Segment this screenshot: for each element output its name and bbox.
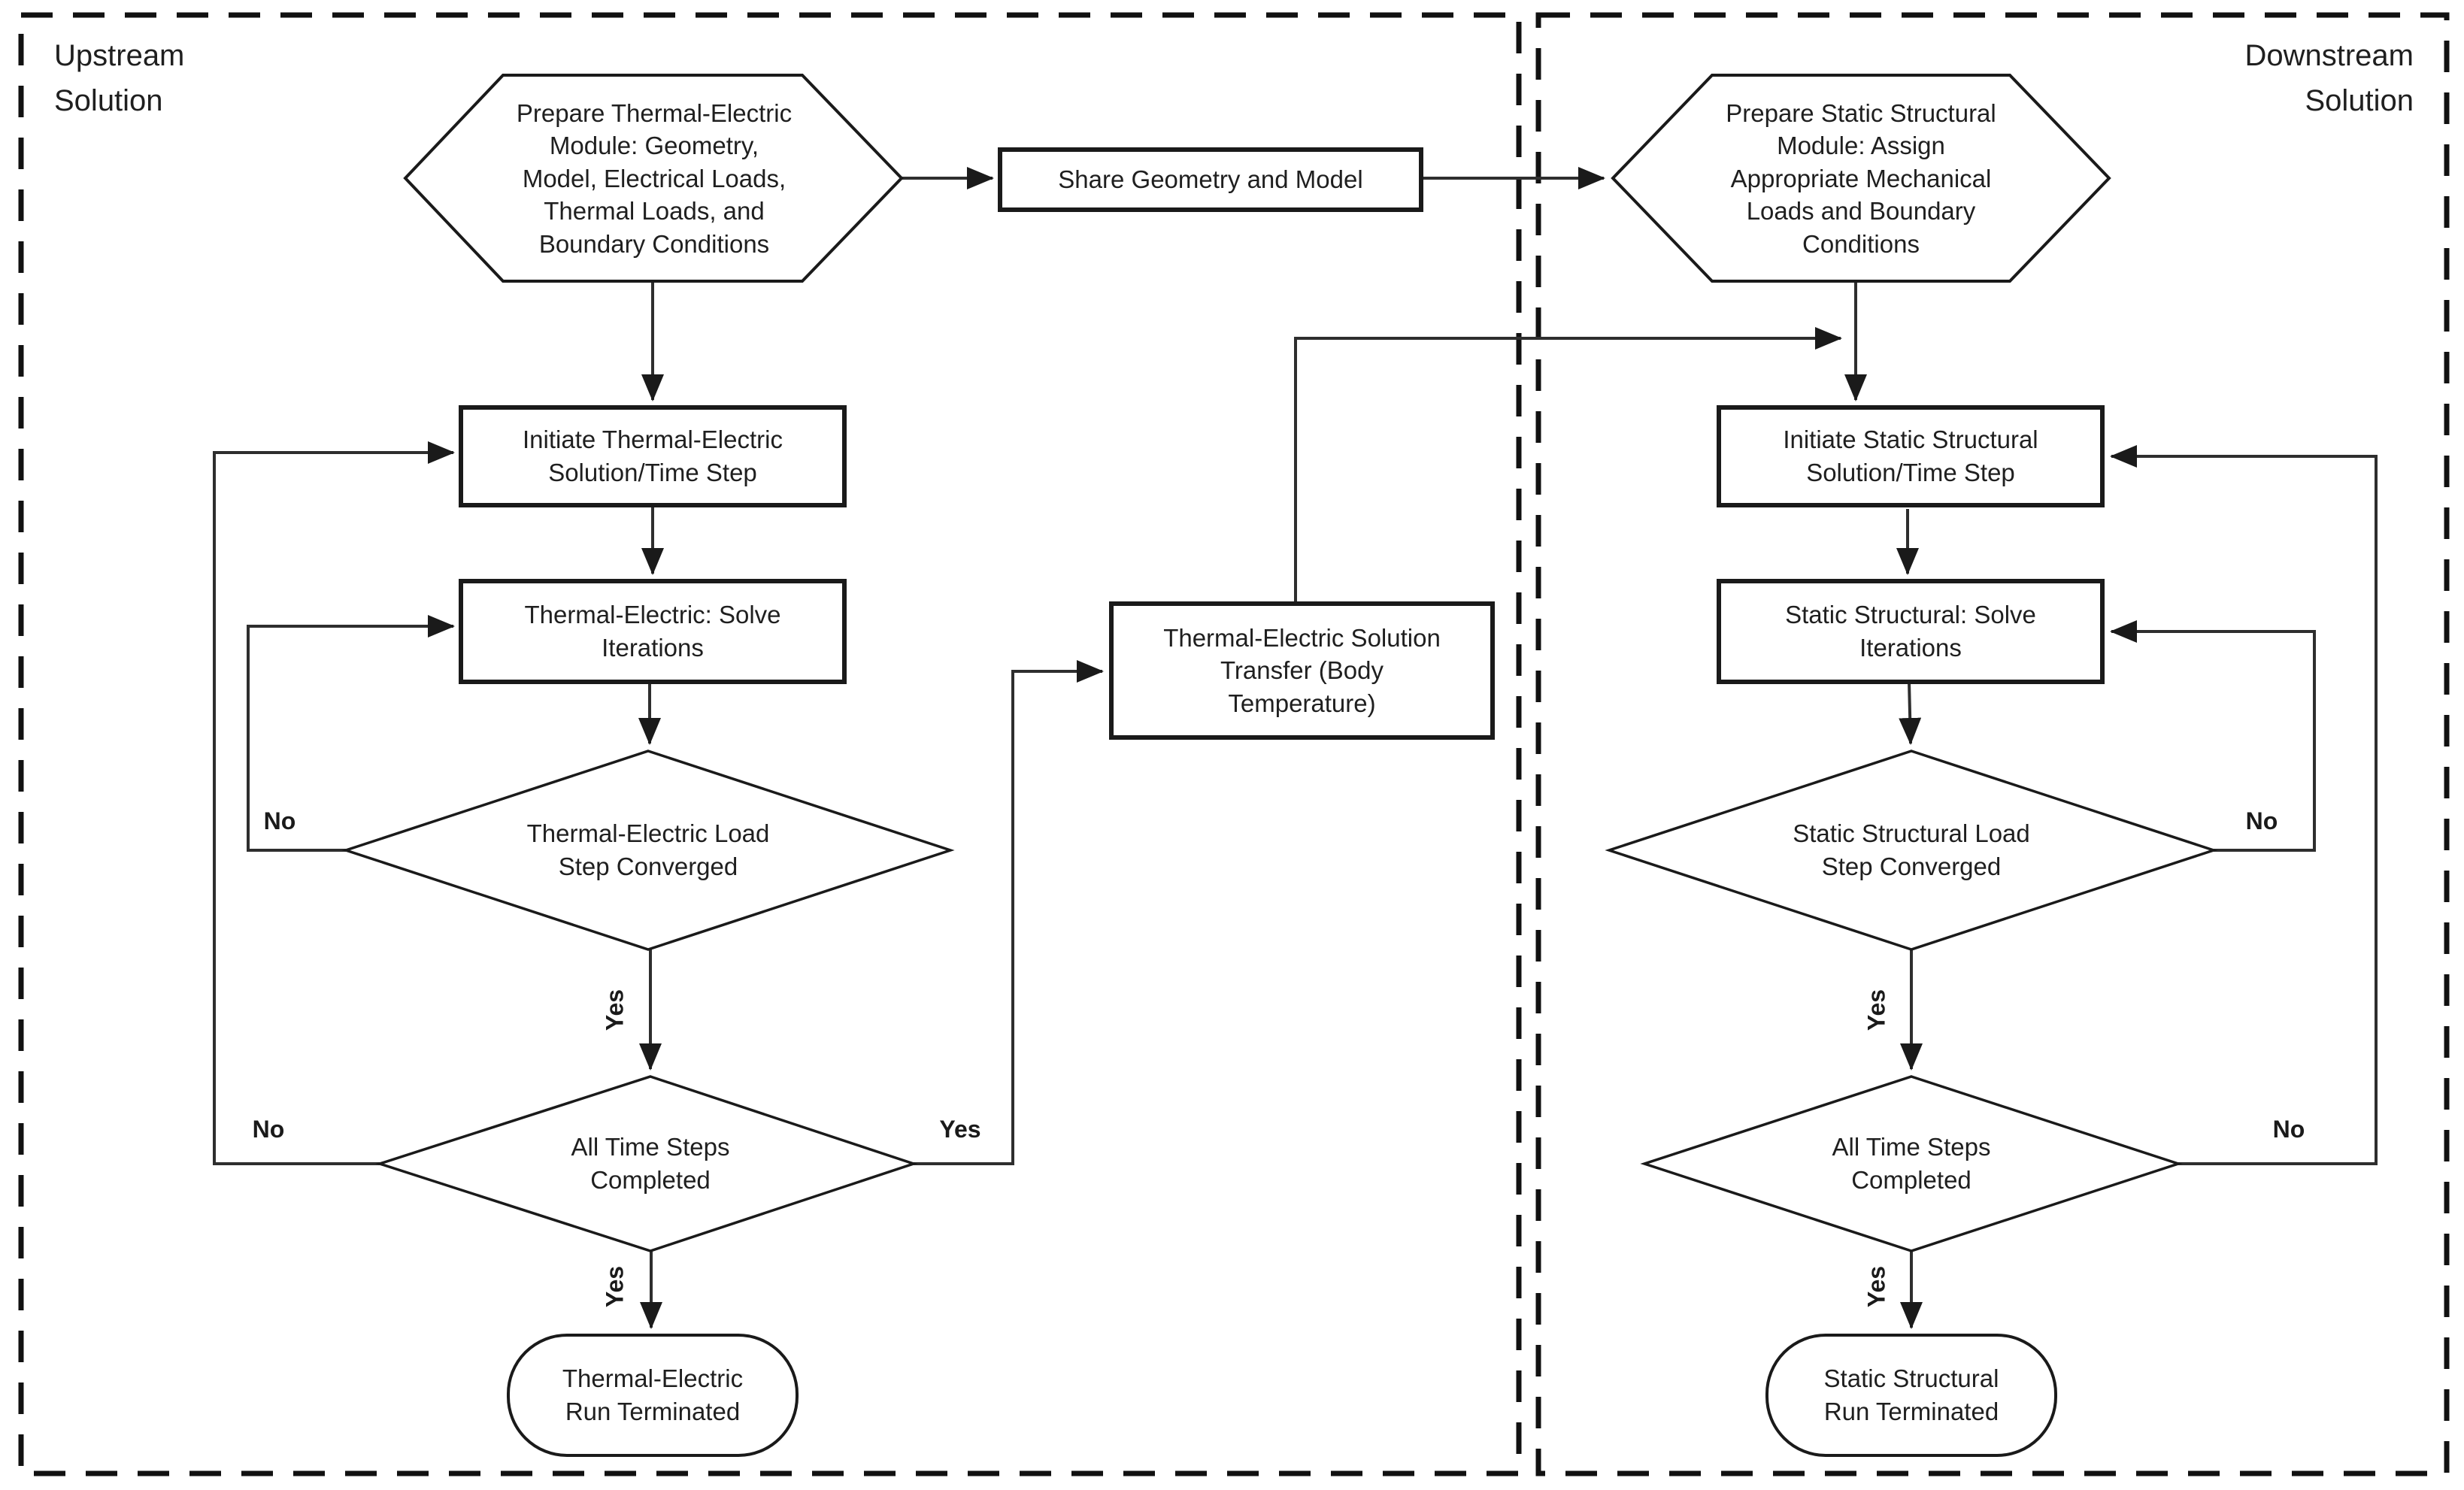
solve-ss-label: Static Structural: Solve Iterations	[1785, 601, 2036, 662]
alltime-te-label: All Time Steps Completed	[571, 1133, 730, 1194]
alltime-te-yes-right-label: Yes	[939, 1116, 981, 1143]
term-ss-label: Static Structural Run Terminated	[1823, 1364, 1999, 1425]
downstream-section-border	[1535, 12, 2450, 1476]
conv-ss-no-label: No	[2245, 807, 2278, 834]
prepare-te-hexagon	[403, 74, 904, 283]
alltime-ss-label: All Time Steps Completed	[1832, 1133, 1991, 1194]
conv-te-label: Thermal-Electric Load Step Converged	[526, 819, 770, 880]
conv-ss-diamond	[1605, 750, 2218, 951]
term-te-label: Thermal-Electric Run Terminated	[562, 1364, 744, 1425]
downstream-section-title: Downstream Solution	[2244, 39, 2414, 117]
init-ss-label: Initiate Static Structural Solution/Time…	[1783, 425, 2038, 486]
prepare-ss-label: Prepare Static Structural Module: Assign…	[1726, 98, 1996, 258]
solve-te-label: Thermal-Electric: Solve Iterations	[524, 601, 781, 662]
term-te-terminator	[507, 1334, 799, 1457]
edge-alltime-te-no-loop	[213, 441, 455, 1165]
edge-alltime-te-yes-to-transfer	[914, 660, 1104, 1165]
conv-ss-label: Static Structural Load Step Converged	[1793, 819, 2030, 880]
alltime-ss-yes-down-label: Yes	[1862, 1265, 1890, 1308]
conv-ss-yes-label: Yes	[1862, 989, 1890, 1031]
prepare-ss-hexagon	[1611, 74, 2111, 283]
alltime-ss-no-label: No	[2272, 1116, 2305, 1143]
conv-te-yes-label: Yes	[601, 989, 629, 1031]
edge-solve-ss-to-conv-ss	[1899, 681, 1922, 745]
transfer-label: Thermal-Electric Solution Transfer (Body…	[1163, 623, 1441, 717]
solve-te-box	[459, 579, 847, 684]
share-geometry-box	[998, 147, 1423, 212]
edge-conv-ss-no-loop	[2110, 620, 2316, 852]
alltime-te-no-label: No	[252, 1116, 285, 1143]
conv-te-no-label: No	[263, 807, 296, 834]
init-ss-box	[1717, 405, 2105, 507]
alltime-te-yes-down-label: Yes	[601, 1265, 629, 1308]
edge-conv-te-no-loop	[247, 615, 455, 852]
prepare-te-label: Prepare Thermal-Electric Module: Geometr…	[516, 98, 793, 258]
share-geometry-label: Share Geometry and Model	[1058, 165, 1363, 194]
transfer-box	[1109, 601, 1495, 740]
solve-ss-box	[1717, 579, 2105, 684]
upstream-section-title: Upstream Solution	[54, 39, 185, 117]
alltime-ss-diamond	[1640, 1075, 2183, 1252]
init-te-label: Initiate Thermal-Electric Solution/Time …	[522, 425, 783, 486]
conv-te-diamond	[341, 750, 955, 951]
edge-transfer-to-init-ss	[1294, 327, 1842, 604]
upstream-section-border	[18, 12, 1522, 1476]
alltime-te-diamond	[375, 1075, 918, 1252]
term-ss-terminator	[1765, 1334, 2057, 1457]
edge-alltime-ss-no-loop	[2110, 445, 2378, 1165]
init-te-box	[459, 405, 847, 507]
